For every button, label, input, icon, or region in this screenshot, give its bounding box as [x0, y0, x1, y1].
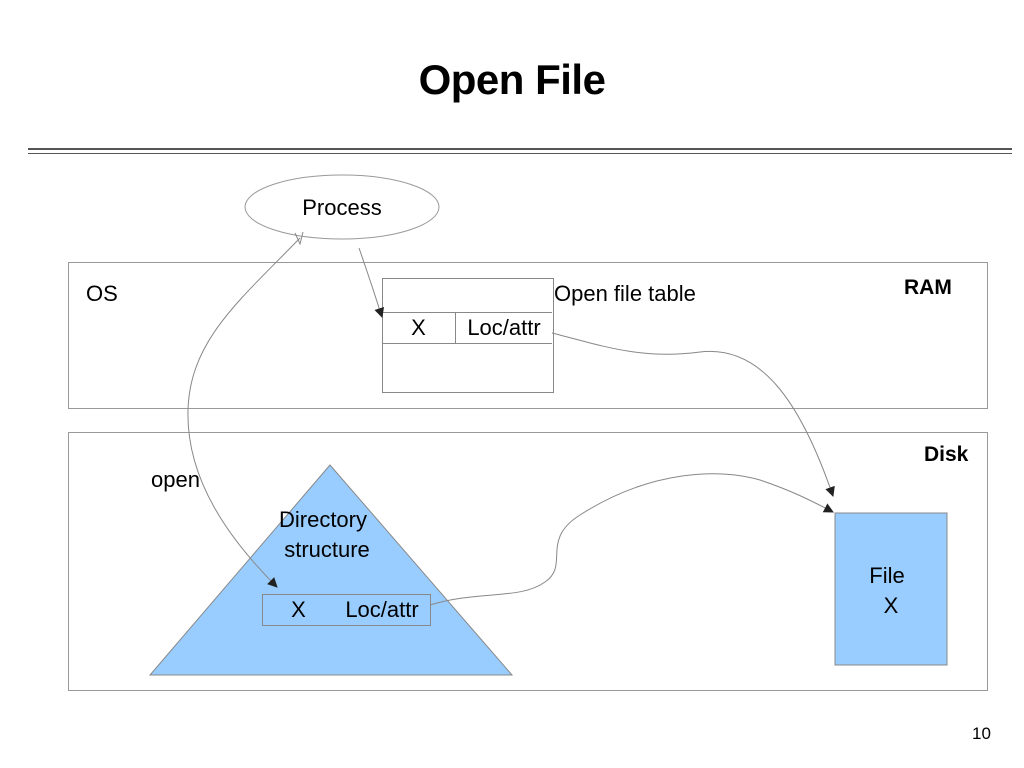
open-call-arrow-tail: [294, 231, 304, 246]
table-to-file-arrow: [551, 332, 835, 497]
directory-to-file-arrow: [429, 473, 834, 606]
disk-label: Disk: [924, 443, 969, 466]
directory-entry-value: Loc/attr: [334, 594, 431, 626]
directory-label-line2: structure: [284, 537, 370, 562]
open-label: open: [151, 467, 200, 492]
open-file-table-label: Open file table: [554, 281, 696, 306]
process-ellipse: [244, 174, 440, 240]
directory-label-line1: Directory: [278, 507, 367, 532]
open-call-arrow: [187, 237, 301, 588]
directory-entry-name: X: [262, 594, 335, 626]
slide-title: Open File: [418, 56, 606, 103]
ram-label: RAM: [904, 276, 952, 299]
process-to-table-arrow: [358, 247, 385, 318]
open-file-table-entry-value: Loc/attr: [456, 312, 552, 344]
title-rule-top: [28, 148, 1012, 150]
file-label-line1: File: [869, 563, 905, 588]
process-label: Process: [302, 195, 382, 220]
open-file-table: [382, 278, 554, 393]
os-label: OS: [86, 281, 118, 306]
title-rule-bottom: [28, 153, 1012, 154]
directory-triangle: [148, 464, 514, 676]
page-number: 10: [972, 724, 991, 743]
file-label-line2: X: [883, 593, 899, 618]
file-box: [834, 512, 948, 666]
open-file-table-entry-name: X: [382, 312, 456, 344]
